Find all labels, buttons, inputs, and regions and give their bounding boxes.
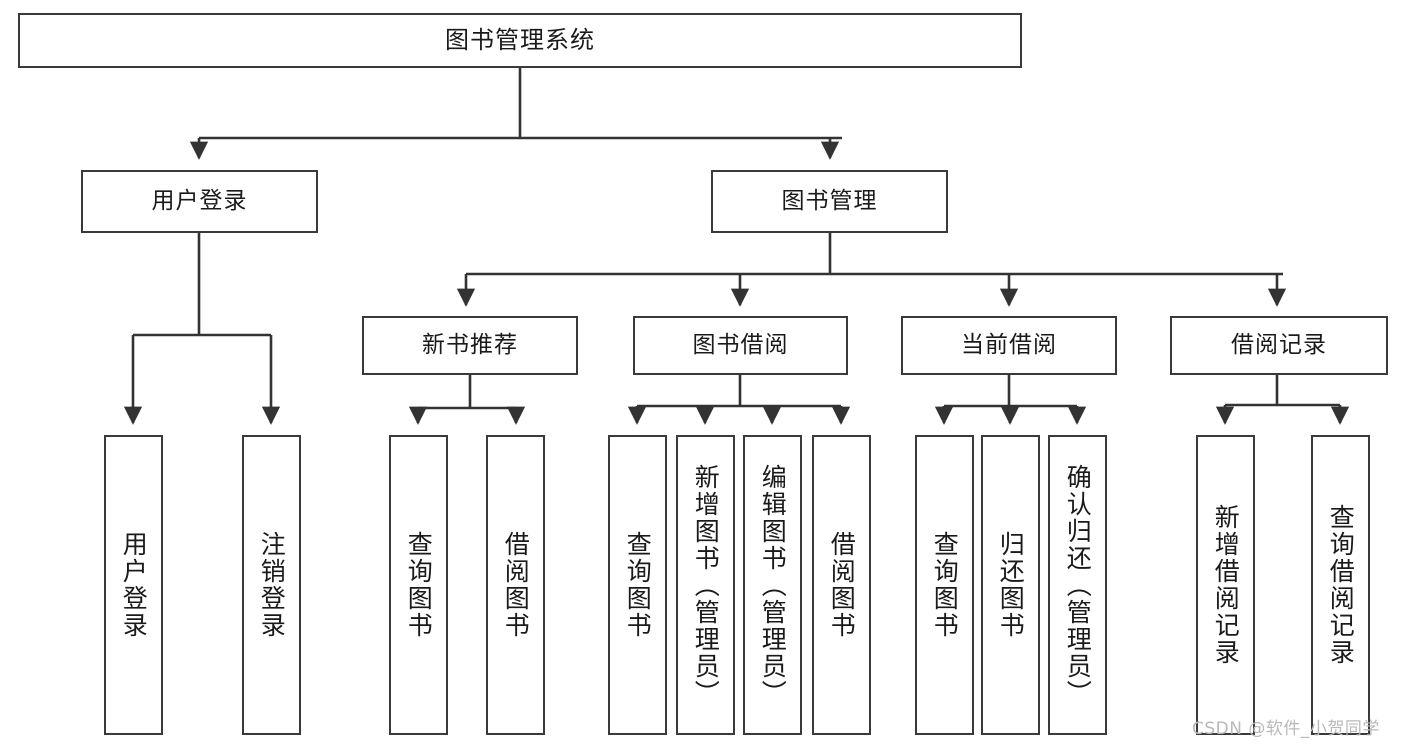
leaf-borrow-query-book-label: 查询图书 bbox=[623, 531, 653, 639]
leaf-record-add-borrow-record[interactable]: 新增借阅记录 bbox=[1196, 435, 1255, 735]
node-book-borrow-label: 图书借阅 bbox=[692, 331, 789, 358]
watermark: CSDN @软件_小贺同学 bbox=[1192, 719, 1380, 739]
node-user-login[interactable]: 用户登录 bbox=[81, 170, 318, 233]
leaf-borrow-borrow-book-label: 借阅图书 bbox=[827, 531, 857, 639]
node-current-borrow-label: 当前借阅 bbox=[961, 331, 1057, 358]
leaf-current-return-book[interactable]: 归还图书 bbox=[981, 435, 1040, 735]
leaf-record-query-borrow-record-label: 查询借阅记录 bbox=[1326, 504, 1356, 666]
node-user-login-label: 用户登录 bbox=[151, 187, 248, 214]
leaf-borrow-borrow-book[interactable]: 借阅图书 bbox=[812, 435, 871, 735]
node-root-label: 图书管理系统 bbox=[445, 26, 595, 55]
leaf-record-query-borrow-record[interactable]: 查询借阅记录 bbox=[1311, 435, 1370, 735]
node-book-management[interactable]: 图书管理 bbox=[711, 170, 948, 233]
node-book-management-label: 图书管理 bbox=[781, 187, 878, 214]
leaf-newbook-query-book-label: 查询图书 bbox=[404, 531, 434, 639]
leaf-user-login-label: 用户登录 bbox=[119, 531, 149, 639]
leaf-borrow-edit-book-admin-label: 编辑图书（管理员） bbox=[758, 463, 788, 707]
leaf-borrow-edit-book-admin[interactable]: 编辑图书（管理员） bbox=[743, 435, 802, 735]
leaf-newbook-query-book[interactable]: 查询图书 bbox=[389, 435, 448, 735]
node-new-book-recommend-label: 新书推荐 bbox=[422, 331, 518, 358]
node-new-book-recommend[interactable]: 新书推荐 bbox=[362, 316, 578, 375]
leaf-borrow-add-book-admin[interactable]: 新增图书（管理员） bbox=[676, 435, 735, 735]
node-current-borrow[interactable]: 当前借阅 bbox=[901, 316, 1117, 375]
leaf-current-return-book-label: 归还图书 bbox=[996, 531, 1026, 639]
leaf-newbook-borrow-book-label: 借阅图书 bbox=[501, 531, 531, 639]
leaf-record-add-borrow-record-label: 新增借阅记录 bbox=[1211, 504, 1241, 666]
leaf-current-confirm-return-admin-label: 确认归还（管理员） bbox=[1063, 463, 1093, 707]
node-borrow-record[interactable]: 借阅记录 bbox=[1170, 316, 1388, 375]
leaf-newbook-borrow-book[interactable]: 借阅图书 bbox=[486, 435, 545, 735]
node-borrow-record-label: 借阅记录 bbox=[1231, 331, 1327, 358]
leaf-logout[interactable]: 注销登录 bbox=[242, 435, 301, 735]
leaf-current-query-book[interactable]: 查询图书 bbox=[915, 435, 974, 735]
leaf-logout-label: 注销登录 bbox=[257, 531, 287, 639]
leaf-current-query-book-label: 查询图书 bbox=[930, 531, 960, 639]
node-book-borrow[interactable]: 图书借阅 bbox=[633, 316, 848, 375]
node-root[interactable]: 图书管理系统 bbox=[18, 13, 1022, 68]
leaf-current-confirm-return-admin[interactable]: 确认归还（管理员） bbox=[1048, 435, 1107, 735]
leaf-user-login[interactable]: 用户登录 bbox=[104, 435, 163, 735]
leaf-borrow-query-book[interactable]: 查询图书 bbox=[608, 435, 667, 735]
leaf-borrow-add-book-admin-label: 新增图书（管理员） bbox=[691, 463, 721, 707]
